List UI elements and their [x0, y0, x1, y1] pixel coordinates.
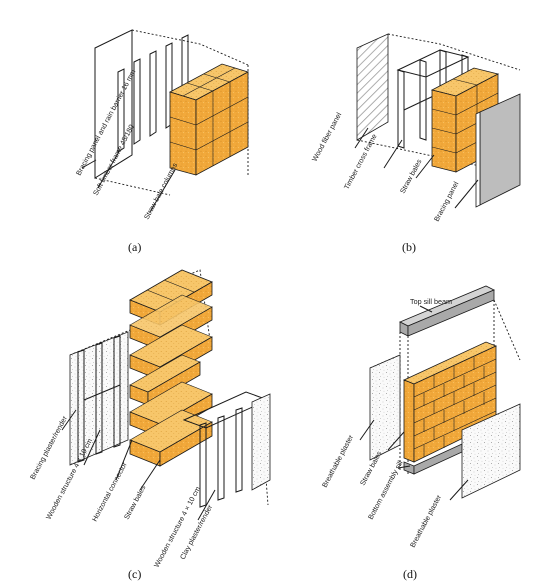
label-timber-cross-frame: Timber cross frame [342, 132, 379, 191]
panel-d-drawing [359, 285, 521, 501]
caption-b: (b) [402, 240, 416, 254]
label-straw-bales-c: Straw bales [122, 483, 148, 521]
straw-bales-c [129, 269, 213, 467]
panel-c: Bracing plaster/render Wooden structure … [28, 269, 271, 581]
wood-fiber-panel [356, 33, 389, 141]
label-bracing-panel: Bracing panel and rain barrier 16 mm [74, 68, 138, 177]
top-sill-beam [399, 285, 495, 337]
panel-a: Bracing panel and rain barrier 16 mm Sof… [74, 29, 250, 254]
label-breathable-plaster-left: Breathable plaster [320, 433, 356, 489]
label-straw-bale-columns: Straw bale columns [142, 161, 180, 221]
bracing-panel [479, 93, 521, 206]
caption-a: (a) [128, 240, 141, 254]
clay-plaster-right [251, 393, 271, 491]
caption-c: (c) [128, 567, 141, 581]
caption-d: (d) [403, 567, 417, 581]
panel-d: Top sill beam Breathable plaster Straw b… [320, 285, 521, 581]
wooden-structure-right [182, 391, 270, 508]
straw-bale-columns [168, 63, 250, 176]
breathable-plaster-right [461, 403, 521, 499]
panel-c-drawing [61, 269, 271, 521]
label-breathable-plaster-right: Breathable plaster [408, 493, 444, 549]
panel-b-drawing [354, 33, 521, 209]
straw-bales-d [402, 341, 498, 463]
panel-b: Wood fiber panel Timber cross frame Stra… [310, 33, 521, 254]
wooden-structure-left [77, 335, 121, 463]
label-bracing-plaster: Bracing plaster/render [28, 414, 69, 481]
label-wood-fiber-panel: Wood fiber panel [310, 110, 344, 162]
label-top-sill-beam: Top sill beam [410, 297, 452, 306]
label-straw-bales-b: Straw bales [398, 157, 424, 195]
panel-a-drawing [81, 29, 250, 213]
label-bracing-panel-b: Bracing panel [432, 180, 461, 223]
breathable-plaster-left [369, 354, 401, 461]
